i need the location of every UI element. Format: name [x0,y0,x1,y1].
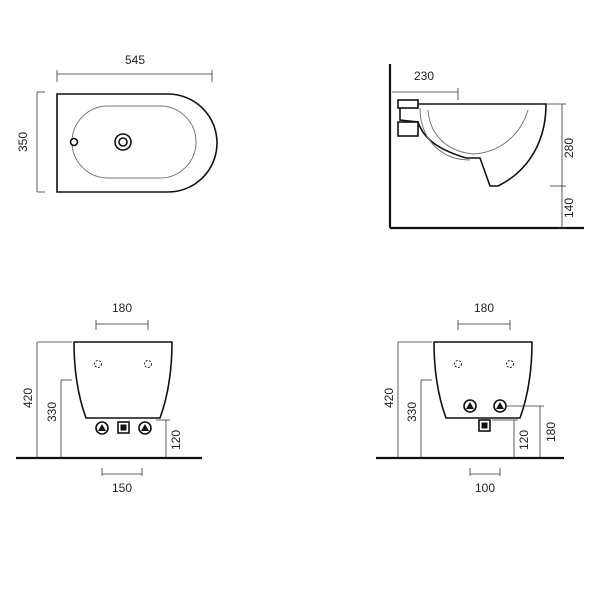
bowl-inner-rim [71,105,197,179]
dim-top-depth: 350 [16,132,30,152]
dim-side-height: 280 [562,138,576,158]
dim-front2-height: 330 [405,402,419,422]
top-view: 545 350 [16,53,218,193]
dim-front2-drain-height: 120 [517,430,531,450]
fixing-hole-left-1 [94,360,102,368]
dim-side-projection: 230 [414,69,434,83]
dim-front1-height: 330 [45,402,59,422]
bidet-front-outline-1 [73,341,173,419]
front-view-1: 180 420 330 120 150 [16,301,202,495]
dim-front2-spacing: 100 [475,481,495,495]
dim-front1-total-height: 420 [21,388,35,408]
mount-bracket-top [397,99,419,109]
dim-front1-drain-height: 120 [169,430,183,450]
mount-bracket-bottom [397,121,419,137]
fixing-hole-right-1 [144,360,152,368]
bowl-inner-profile [427,109,529,155]
dim-side-floor: 140 [562,198,576,218]
dim-front2-inlet-height: 180 [544,422,558,442]
side-view: 230 280 140 [388,64,584,230]
dim-top-width: 545 [125,53,145,67]
fixing-hole-right-2 [506,360,514,368]
bidet-front-outline-2 [433,341,533,419]
dim-front1-hole-spacing: 180 [112,301,132,315]
dim-front1-spacing: 150 [112,481,132,495]
bidet-top-outline [56,93,218,193]
dim-front2-total-height: 420 [382,388,396,408]
bidet-side-profile [399,103,547,187]
front-view-2: 180 420 330 120 180 100 [376,301,564,495]
fixing-hole-left-2 [454,360,462,368]
drain-inner [118,137,128,147]
tap-hole [69,137,79,147]
dim-front2-hole-spacing: 180 [474,301,494,315]
